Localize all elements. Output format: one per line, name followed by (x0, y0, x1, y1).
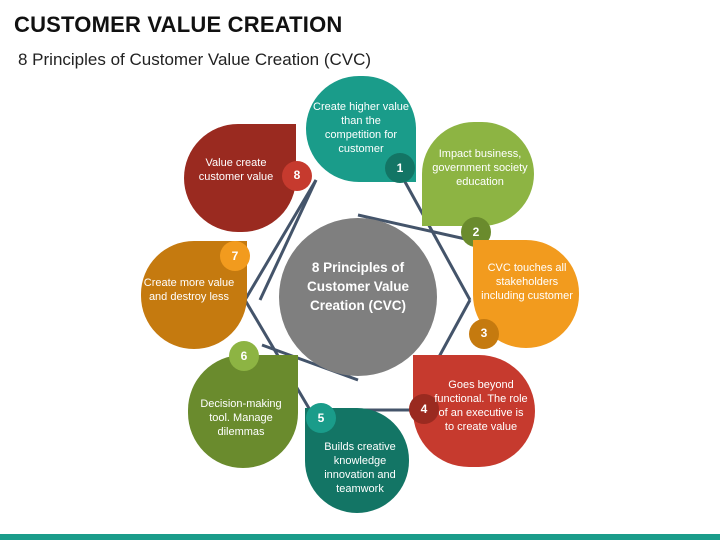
principle-8-petal (184, 124, 296, 232)
connector-line (258, 179, 318, 301)
principle-6-text: Decision-making tool. Manage dilemmas (200, 398, 282, 438)
principle-7-number: 7 (231, 249, 239, 263)
petal-shapes (141, 76, 579, 513)
principle-3-text: CVC touches all stakeholders including c… (481, 262, 573, 302)
principle-4-petal (413, 355, 535, 467)
principle-7-text: Create more value and destroy less (143, 277, 235, 303)
principle-8-text: Value create customer value (198, 157, 274, 183)
principle-7-petal (141, 241, 247, 349)
principle-4-text: Goes beyond functional. The role of an e… (434, 379, 528, 433)
principle-6-number: 6 (240, 349, 248, 363)
principle-3-badge (469, 319, 499, 349)
principle-2-badge (461, 217, 491, 247)
principle-2-number: 2 (472, 225, 480, 239)
principle-7-badge (220, 241, 250, 271)
principle-3-petal (473, 240, 579, 348)
slide-subtitle: 8 Principles of Customer Value Creation … (18, 50, 372, 69)
principle-2-text: Impact business, government society educ… (432, 148, 528, 188)
center-hub (279, 218, 437, 376)
slide-title: CUSTOMER VALUE CREATION (14, 12, 343, 37)
center-label: 8 Principles of Customer Value Creation … (306, 260, 410, 313)
principle-1-petal (306, 76, 416, 182)
principle-3-number: 3 (480, 326, 488, 340)
connector-line (357, 213, 471, 242)
connector-line (243, 179, 318, 301)
principle-5-petal (305, 408, 409, 513)
principle-8-badge (282, 161, 312, 191)
principle-2-petal (422, 122, 534, 226)
principle-1-number: 1 (396, 161, 404, 175)
connector-line (402, 179, 472, 301)
principle-5-badge (306, 403, 336, 433)
principle-4-number: 4 (420, 402, 428, 416)
connector-lines (243, 179, 472, 412)
footer-bar (0, 534, 720, 540)
principle-6-badge (229, 341, 259, 371)
principle-1-badge (385, 153, 415, 183)
principle-8-number: 8 (293, 168, 301, 182)
principle-6-petal (188, 355, 298, 468)
principle-5-number: 5 (317, 411, 325, 425)
principle-1-text: Create higher value than the competition… (313, 101, 410, 155)
principle-4-badge (409, 394, 439, 424)
principle-5-text: Builds creative knowledge innovation and… (324, 441, 396, 495)
